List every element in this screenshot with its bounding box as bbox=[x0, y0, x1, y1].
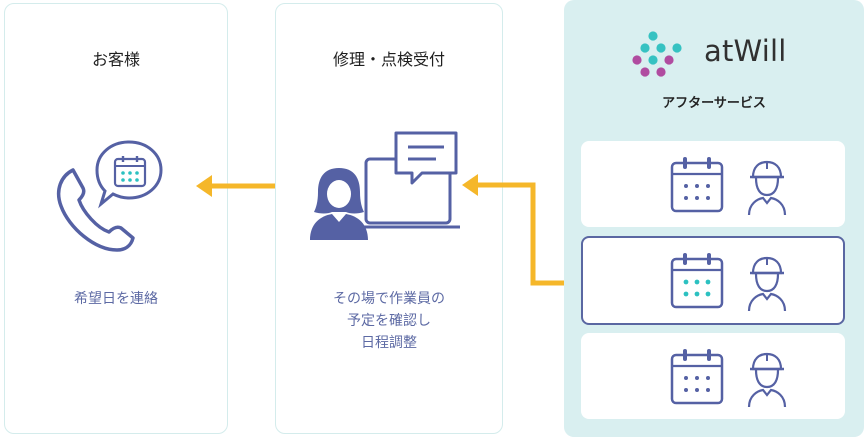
reception-description-line: その場で作業員の bbox=[333, 291, 445, 307]
schedule-card bbox=[581, 141, 845, 227]
atwill-brand: atWill bbox=[704, 34, 787, 68]
customer-description: 希望日を連絡 bbox=[74, 291, 158, 307]
customer-title: お客様 bbox=[91, 50, 140, 69]
calendar-icon bbox=[113, 156, 147, 188]
worker-icon bbox=[747, 352, 787, 408]
atwill-logo-icon bbox=[632, 31, 682, 77]
worker-icon bbox=[747, 256, 787, 312]
reception-description: その場で作業員の 予定を確認し 日程調整 bbox=[276, 288, 502, 354]
calendar-icon bbox=[670, 253, 724, 309]
speech-bubble-icon bbox=[394, 131, 458, 185]
reception-title: 修理・点検受付 bbox=[332, 50, 445, 69]
schedule-card bbox=[581, 333, 845, 419]
calendar-icon bbox=[670, 157, 724, 213]
operator-icon bbox=[310, 168, 368, 240]
reception-panel: 修理・点検受付 その場で作業員の 予定を確認し 日程調整 bbox=[275, 3, 503, 434]
customer-panel: お客様 希望日を連絡 bbox=[4, 3, 228, 434]
after-service-panel: atWill アフターサービス bbox=[564, 0, 864, 437]
reception-description-line: 予定を確認し bbox=[347, 313, 431, 329]
after-service-label: アフターサービス bbox=[662, 96, 766, 111]
worker-icon bbox=[747, 160, 787, 216]
reception-description-line: 日程調整 bbox=[361, 335, 417, 351]
phone-icon bbox=[56, 168, 135, 252]
schedule-card-highlighted bbox=[581, 236, 845, 325]
calendar-icon bbox=[670, 349, 724, 405]
